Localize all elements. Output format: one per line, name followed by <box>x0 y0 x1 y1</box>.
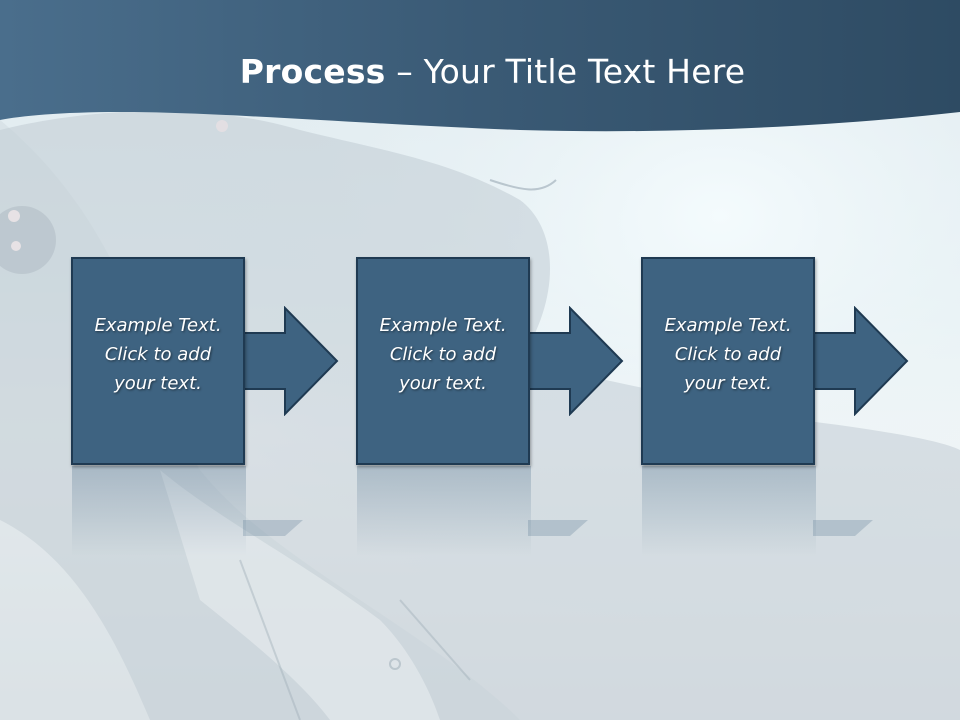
step-2-reflection <box>357 466 531 556</box>
step-1-line-3: your text. <box>114 372 202 394</box>
step-2-line-1: Example Text. <box>379 314 507 336</box>
slide-title[interactable]: Process – Your Title Text Here <box>0 52 960 91</box>
arrow-reflection <box>528 520 588 536</box>
title-banner <box>0 0 960 132</box>
arrow-reflection <box>243 520 303 536</box>
step-2-line-3: your text. <box>399 372 487 394</box>
title-rest: – Your Title Text Here <box>385 52 746 91</box>
right-arrow-icon <box>528 306 624 416</box>
title-bold: Process <box>239 52 386 91</box>
step-1-line-1: Example Text. <box>94 314 222 336</box>
step-3-reflection <box>642 466 816 556</box>
right-arrow-icon <box>813 306 909 416</box>
step-2-line-2: Click to add <box>389 343 497 365</box>
process-step-2[interactable]: Example Text. Click to add your text. <box>356 257 530 465</box>
process-step-3[interactable]: Example Text. Click to add your text. <box>641 257 815 465</box>
right-arrow-icon <box>243 306 339 416</box>
step-1-line-2: Click to add <box>104 343 212 365</box>
step-3-line-1: Example Text. <box>664 314 792 336</box>
step-3-text[interactable]: Example Text. Click to add your text. <box>653 311 803 398</box>
step-1-reflection <box>72 466 246 556</box>
step-2-text[interactable]: Example Text. Click to add your text. <box>368 311 518 398</box>
step-3-line-2: Click to add <box>674 343 782 365</box>
process-step-1[interactable]: Example Text. Click to add your text. <box>71 257 245 465</box>
step-1-text[interactable]: Example Text. Click to add your text. <box>83 311 233 398</box>
arrow-reflection <box>813 520 873 536</box>
step-3-line-3: your text. <box>684 372 772 394</box>
